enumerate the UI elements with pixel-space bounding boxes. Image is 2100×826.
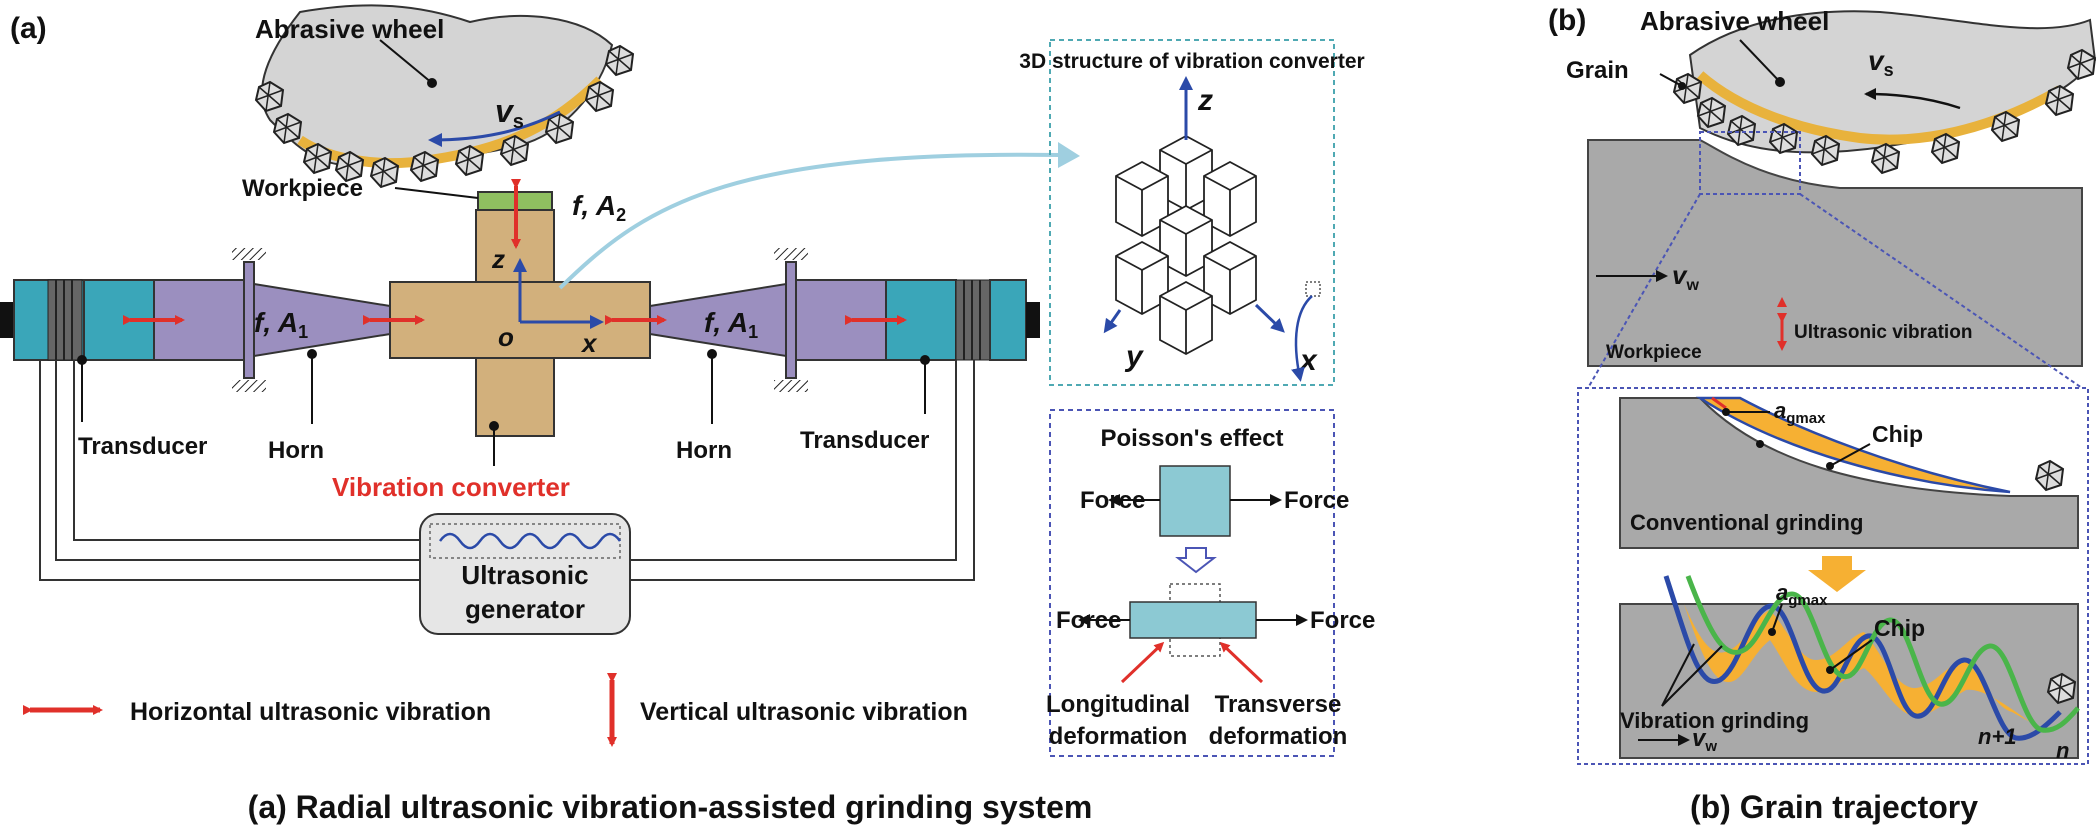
chip-label-2: Chip (1874, 615, 1925, 641)
transform-arrow (1175, 547, 1217, 574)
axis-o-a: o (498, 322, 514, 352)
workpiece-block-b (1587, 139, 2083, 367)
right-flange (785, 261, 797, 379)
n-label: n (2056, 738, 2069, 763)
axis-y-3d: y (1124, 340, 1144, 373)
abrasive-wheel-b (1673, 10, 2097, 174)
longitudinal-label-1: Longitudinal (1046, 691, 1190, 718)
conventional-label: Conventional grinding (1630, 510, 1863, 535)
agmax-label-1: agmax (1774, 398, 1826, 427)
abrasive-wheel-label-b: Abrasive wheel (1640, 6, 1829, 36)
vibration-grinding-label: Vibration grinding (1620, 708, 1809, 733)
agmax-label-2: agmax (1776, 580, 1828, 609)
ultrasonic-vibration-label: Ultrasonic vibration (1794, 322, 1972, 343)
force-right-1: Force (1284, 487, 1349, 514)
trajectory-n (1685, 575, 2080, 733)
conventional-chip (1695, 396, 2011, 494)
force-left-1: Force (1080, 487, 1145, 514)
left-transducer-teal (83, 279, 155, 361)
transverse-label-1: Transverse (1215, 691, 1342, 718)
f-a1-right: f, A1 (704, 307, 758, 342)
poisson-title: Poisson's effect (1100, 425, 1283, 452)
axis-x-a: x (580, 328, 598, 358)
workpiece-label-b: Workpiece (1606, 342, 1702, 363)
caption-b: (b) Grain trajectory (1690, 789, 1978, 825)
sine-wave-icon (438, 532, 622, 550)
horn-right-label: Horn (676, 437, 732, 464)
axis-x-3d: x (1298, 344, 1318, 377)
horn-left-label: Horn (268, 437, 324, 464)
axis-z-a: z (491, 244, 505, 274)
right-transducer-body (989, 279, 1027, 361)
trajectory-n-plus-1 (1663, 575, 2062, 741)
ultrasonic-generator-label-1: Ultrasonic (461, 560, 588, 590)
workpiece-label-a: Workpiece (242, 175, 363, 202)
vibration-converter-label: Vibration converter (332, 472, 570, 502)
poisson-block-deformed (1129, 601, 1257, 639)
right-end-cap (1026, 302, 1040, 338)
n-plus-1-label: n+1 (1978, 724, 2017, 749)
panel-b-tag: (b) (1548, 4, 1586, 37)
star-structure (1115, 134, 1257, 356)
vw-label-b: vw (1672, 260, 1699, 294)
generator-wires (39, 360, 975, 581)
transverse-label-2: deformation (1209, 723, 1348, 750)
chip-label-1: Chip (1872, 421, 1923, 447)
ultrasonic-generator-label-2: generator (465, 594, 585, 624)
transducer-left-label: Transducer (78, 433, 207, 460)
axis-z-3d: z (1197, 84, 1213, 117)
legend-horizontal-label: Horizontal ultrasonic vibration (130, 698, 491, 726)
conventional-workpiece (1619, 397, 2079, 549)
f-a2-label: f, A2 (572, 190, 626, 225)
connector-curve (558, 152, 1061, 290)
grain-label: Grain (1566, 57, 1629, 84)
orange-down-arrow (1808, 556, 1866, 592)
abrasive-wheel-label-a: Abrasive wheel (255, 14, 444, 44)
caption-a: (a) Radial ultrasonic vibration-assisted… (248, 789, 1093, 825)
vs-label-b: vs (1868, 45, 1894, 80)
transducer-right-label: Transducer (800, 427, 929, 454)
left-flange (243, 261, 255, 379)
vw-label-vib: vw (1692, 725, 1717, 755)
ultrasonic-generator (419, 513, 631, 635)
zoom-box-b (1577, 387, 2089, 765)
panel-a-tag: (a) (10, 12, 47, 45)
left-end-cap (0, 302, 14, 338)
poisson-block-original (1159, 465, 1231, 537)
f-a1-left: f, A1 (254, 307, 308, 342)
longitudinal-label-2: deformation (1049, 723, 1188, 750)
structure-3d-title: 3D structure of vibration converter (1019, 50, 1364, 73)
legend-vertical-label: Vertical ultrasonic vibration (640, 698, 968, 726)
force-left-2: Force (1056, 607, 1121, 634)
vs-label-a: vs (495, 93, 524, 133)
force-right-2: Force (1310, 607, 1375, 634)
